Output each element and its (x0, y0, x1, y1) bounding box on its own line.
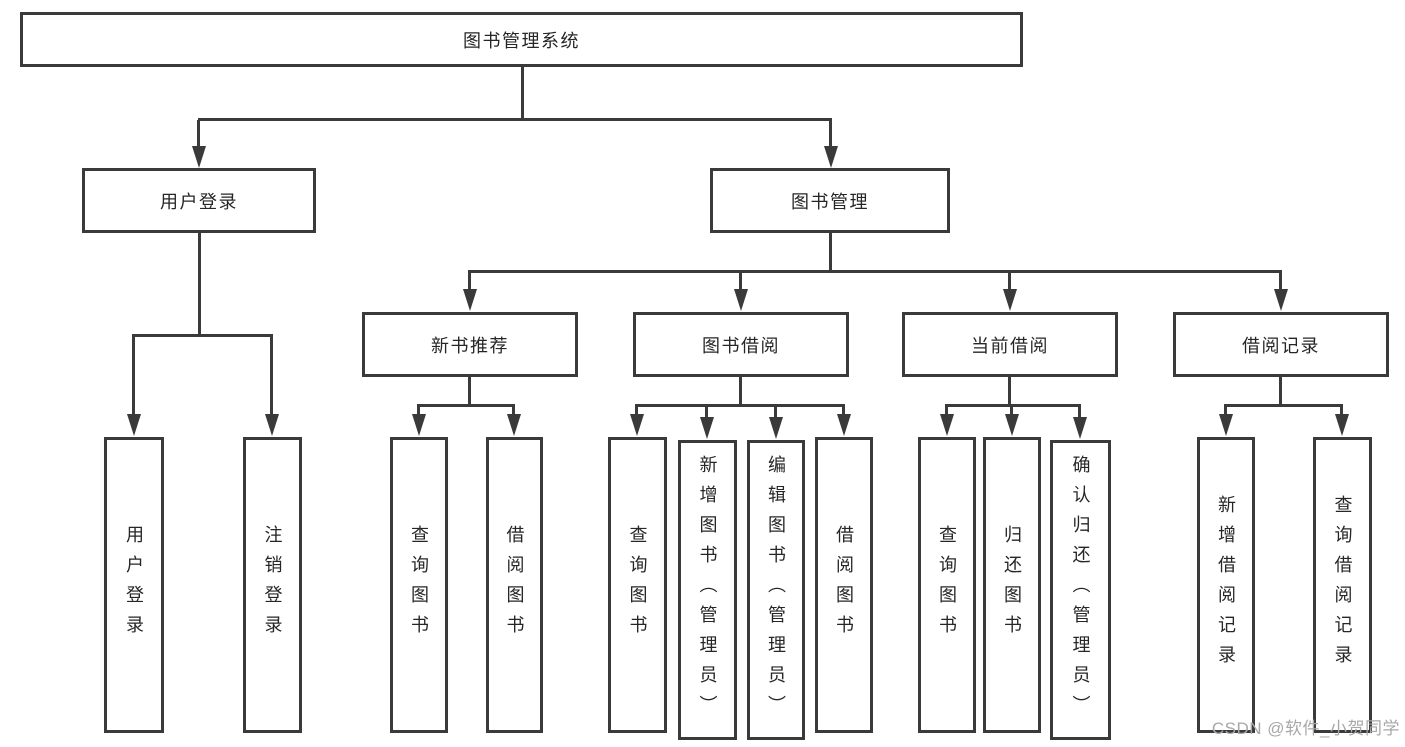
leaf-cb-query-books: 查询图书 (918, 437, 976, 733)
leaf-br-add-record-label: 新增借阅记录 (1216, 495, 1236, 675)
arrow-to-book-mgmt (829, 120, 832, 146)
node-root-label: 图书管理系统 (463, 30, 580, 51)
arrow-to-cb-query (945, 407, 948, 414)
leaf-bb-borrow-books-label: 借阅图书 (834, 525, 854, 645)
leaf-bb-add-books-admin: 新增图书（管理员） (678, 440, 737, 740)
connector-book-mgmt-stem (829, 233, 832, 273)
arrow-to-leaf-logout (270, 337, 273, 414)
arrow-to-cb-return (1010, 407, 1013, 414)
connector-borrow-records-rail (1224, 404, 1343, 407)
node-book-mgmt-label: 图书管理 (791, 191, 869, 212)
leaf-nb-borrow-books-label: 借阅图书 (504, 525, 525, 645)
connector-book-borrow-rail (635, 404, 845, 407)
arrow-to-br-add (1224, 407, 1227, 414)
leaf-bb-add-books-admin-label: 新增图书（管理员） (697, 455, 718, 725)
leaf-logout-login-label: 注销登录 (262, 525, 283, 645)
connector-new-book-rail (417, 404, 515, 407)
leaf-cb-query-books-label: 查询图书 (937, 525, 957, 645)
leaf-user-login: 用户登录 (104, 437, 164, 733)
arrow-to-bb-edit (774, 407, 777, 417)
connector-level2-rail (198, 118, 832, 121)
node-root: 图书管理系统 (20, 12, 1023, 67)
node-user-login-label: 用户登录 (160, 191, 238, 212)
connector-borrow-records-stem (1279, 377, 1282, 407)
leaf-cb-confirm-return-admin: 确认归还（管理员） (1050, 440, 1111, 740)
arrow-to-current-borrow (1008, 273, 1011, 289)
arrow-to-leaf-user-login (132, 337, 135, 414)
node-user-login: 用户登录 (82, 168, 316, 233)
arrow-to-nb-query (417, 407, 420, 414)
node-new-book-recommend-label: 新书推荐 (431, 335, 509, 356)
node-borrow-records-label: 借阅记录 (1242, 335, 1320, 356)
connector-root-stem (521, 67, 524, 120)
leaf-bb-query-books-label: 查询图书 (627, 525, 648, 645)
leaf-br-query-record-label: 查询借阅记录 (1332, 495, 1353, 675)
leaf-br-add-record: 新增借阅记录 (1197, 437, 1255, 733)
node-current-borrow-label: 当前借阅 (971, 335, 1049, 356)
leaf-bb-query-books: 查询图书 (608, 437, 667, 733)
node-book-mgmt: 图书管理 (710, 168, 950, 233)
arrow-to-bb-add (705, 407, 708, 417)
leaf-cb-return-books-label: 归还图书 (1002, 525, 1022, 645)
arrow-to-br-query (1340, 407, 1343, 414)
node-new-book-recommend: 新书推荐 (362, 312, 578, 377)
leaf-user-login-label: 用户登录 (124, 525, 144, 645)
leaf-bb-edit-books-admin: 编辑图书（管理员） (747, 440, 805, 740)
connector-new-book-stem (468, 377, 471, 407)
leaf-nb-query-books-label: 查询图书 (409, 525, 429, 645)
arrow-to-cb-confirm (1078, 407, 1081, 417)
connector-current-borrow-stem (1008, 377, 1011, 407)
arrow-to-bb-borrow (842, 407, 845, 414)
leaf-br-query-record: 查询借阅记录 (1313, 437, 1372, 733)
connector-current-borrow-rail (945, 404, 1081, 407)
connector-book-borrow-stem (739, 377, 742, 407)
node-book-borrow: 图书借阅 (633, 312, 849, 377)
connector-user-login-rail (132, 334, 273, 337)
arrow-to-nb-borrow (512, 407, 515, 414)
connector-user-login-stem (198, 233, 201, 336)
leaf-cb-return-books: 归还图书 (983, 437, 1041, 733)
connector-level3-rail (468, 270, 1282, 273)
node-borrow-records: 借阅记录 (1173, 312, 1389, 377)
arrow-to-new-book (468, 273, 471, 289)
leaf-nb-borrow-books: 借阅图书 (486, 437, 543, 733)
node-current-borrow: 当前借阅 (902, 312, 1118, 377)
arrow-to-borrow-records (1279, 273, 1282, 289)
arrow-to-user-login (197, 120, 200, 146)
node-book-borrow-label: 图书借阅 (702, 335, 780, 356)
leaf-nb-query-books: 查询图书 (390, 437, 448, 733)
csdn-watermark: CSDN @软件_小贺同学 (1211, 719, 1400, 738)
arrow-to-book-borrow (739, 273, 742, 289)
leaf-cb-confirm-return-admin-label: 确认归还（管理员） (1070, 455, 1091, 725)
leaf-bb-edit-books-admin-label: 编辑图书（管理员） (766, 455, 786, 725)
arrow-to-bb-query (635, 407, 638, 414)
leaf-logout-login: 注销登录 (243, 437, 302, 733)
leaf-bb-borrow-books: 借阅图书 (815, 437, 873, 733)
